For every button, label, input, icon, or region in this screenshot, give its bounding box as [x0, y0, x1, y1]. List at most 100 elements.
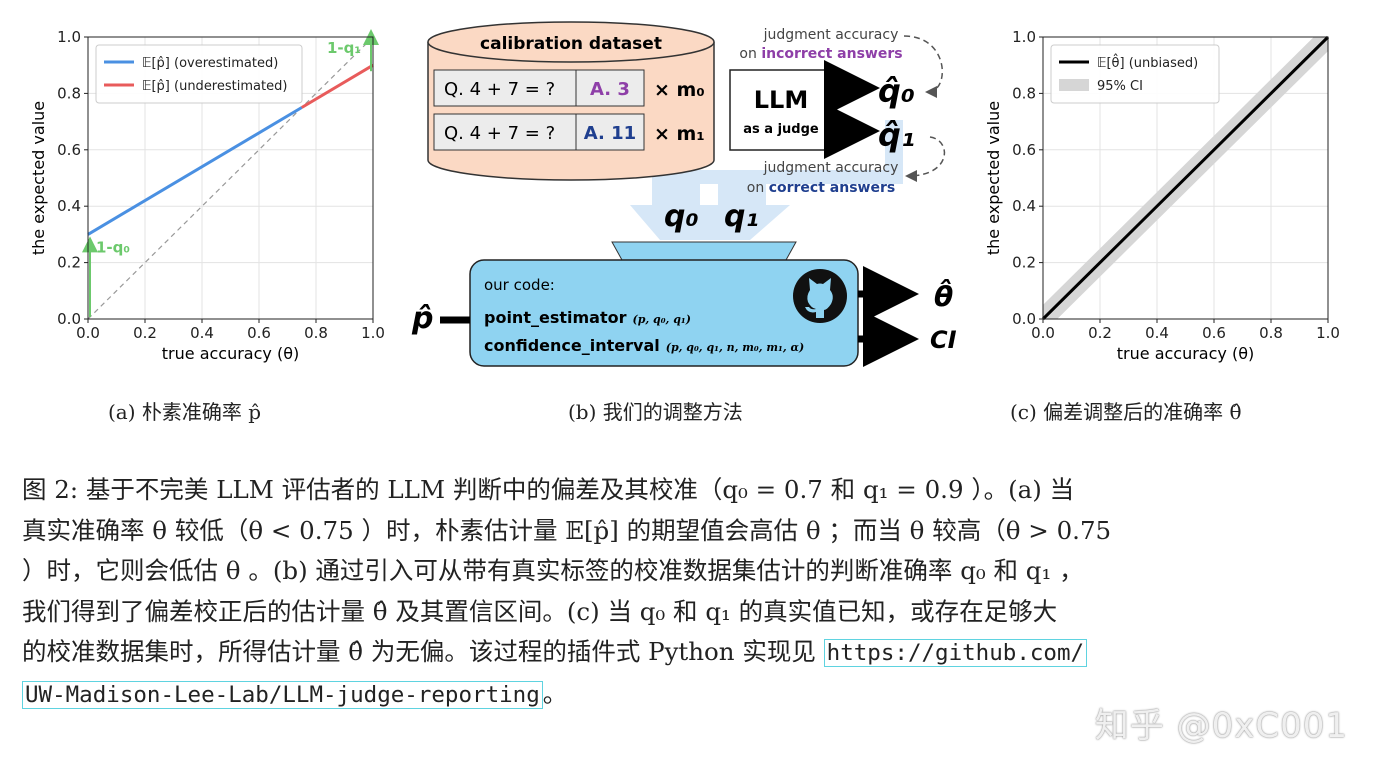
llm-judge-subtitle: as a judge — [743, 122, 819, 137]
subcaption-b: (b) 我们的调整方法 — [568, 400, 743, 424]
x-tick-label: 0.4 — [1145, 324, 1169, 342]
y-tick-label: 0.4 — [57, 197, 81, 215]
llm-judge-box — [729, 69, 833, 151]
note-top-line2: on incorrect answers — [739, 46, 902, 62]
series-line — [87, 106, 303, 236]
x-tick-label: 0.2 — [1088, 324, 1112, 342]
x-tick-label: 0.0 — [1031, 324, 1055, 342]
q1-hat-output: q̂₁ — [878, 116, 915, 154]
x-tick-label: 1.0 — [1316, 324, 1340, 342]
y-axis-label: the expected value — [29, 101, 48, 255]
method-diagram: q₀ q₁ calibration dataset Q. 4 + 7 = ? A… — [411, 21, 957, 367]
question-text: Q. 4 + 7 = ? — [444, 123, 555, 144]
caption-line: 真实准确率 θ 较低（θ < 0.75 ）时，朴素估计量 𝔼[p̂] 的期望值会… — [22, 515, 1112, 545]
plot-frame — [87, 36, 374, 320]
legend-label: 95% CI — [1097, 79, 1143, 94]
llm-judge-title: LLM — [754, 86, 808, 114]
y-tick-label: 0.0 — [57, 310, 81, 328]
legend-box — [1050, 44, 1220, 104]
note-top-line1: judgment accuracy — [763, 27, 899, 43]
note-bottom-line2: on correct answers — [747, 180, 895, 196]
question-text: Q. 4 + 7 = ? — [444, 79, 555, 100]
caption-line: 我们得到了偏差校正后的估计量 θ̂ 及其置信区间。(c) 当 q₀ 和 q₁ 的… — [22, 596, 1058, 626]
annotations: 1-q₀ 1-q₁ — [82, 29, 379, 317]
caption-line: 的校准数据集时，所得估计量 θ̂ 为无偏。该过程的插件式 Python 实现见 … — [22, 632, 1357, 674]
dataset-title: calibration dataset — [480, 34, 662, 54]
y-tick-label: 0.0 — [1012, 310, 1036, 328]
legend: 𝔼[θ̂] (unbiased) 95% CI — [1050, 44, 1220, 104]
point-estimator-label: point_estimator(p, q₀, q₁) — [484, 308, 691, 327]
caption-end: 。 — [542, 678, 568, 708]
output-ci: CI — [930, 326, 957, 354]
plot-frame — [1042, 36, 1329, 320]
x-tick-label: 0.0 — [76, 324, 100, 342]
y-tick-label: 1.0 — [1012, 28, 1036, 46]
y-axis-label: the expected value — [984, 101, 1003, 255]
github-link-part1[interactable]: https://github.com/ — [823, 639, 1088, 667]
y-tick-label: 1.0 — [57, 28, 81, 46]
reference-line — [87, 36, 374, 320]
answer-box — [575, 113, 645, 151]
x-tick-label: 1.0 — [361, 324, 385, 342]
question-box — [433, 69, 577, 107]
answer-text: A. 11 — [584, 123, 636, 144]
output-theta-hat: θ̂ — [934, 277, 953, 313]
x-tick-label: 0.8 — [304, 324, 328, 342]
code-box — [469, 259, 859, 367]
gap-label: 1-q₁ — [327, 39, 361, 57]
x-tick-label: 0.6 — [247, 324, 271, 342]
answer-box — [575, 69, 645, 107]
subcaption-c: (c) 偏差调整后的准确率 θ̂ — [1010, 400, 1242, 424]
legend-box — [95, 44, 303, 104]
series-group — [87, 63, 374, 236]
caption-text: 的校准数据集时，所得估计量 θ̂ 为无偏。该过程的插件式 Python 实现见 — [22, 637, 824, 666]
y-tick-label: 0.2 — [57, 254, 81, 272]
legend: 𝔼[p̂] (overestimated) 𝔼[p̂] (underestimat… — [95, 44, 303, 104]
gap-label: 1-q₀ — [96, 238, 130, 256]
multiplier-text: × m₀ — [654, 79, 705, 101]
identity-line — [87, 36, 374, 320]
q0-hat-output: q̂₀ — [878, 72, 915, 110]
y-tick-label: 0.6 — [57, 141, 81, 159]
github-icon — [793, 269, 847, 323]
multiplier-text: × m₁ — [654, 123, 705, 145]
tick-labels: 0.0 0.2 0.4 0.6 0.8 1.0 0.0 0.2 0.4 0.6 0.8 1.0 — [1012, 28, 1340, 342]
legend-swatch — [1059, 79, 1089, 91]
confidence-interval-label: confidence_interval(p, q₀, q₁, n, m₀, m₁… — [484, 336, 804, 355]
y-tick-label: 0.4 — [1012, 197, 1036, 215]
y-tick-label: 0.8 — [1012, 84, 1036, 102]
funnel-lid — [611, 241, 797, 261]
x-tick-label: 0.6 — [1202, 324, 1226, 342]
feedback-bar-top — [652, 170, 903, 184]
feedback-bar — [885, 120, 903, 178]
input-p-hat: p̂ — [411, 301, 433, 336]
series-group — [1041, 35, 1330, 321]
x-axis-label: true accuracy (θ) — [1117, 344, 1254, 363]
feedback-arrow-shape — [630, 172, 790, 240]
y-tick-label: 0.2 — [1012, 254, 1036, 272]
q0-label: q₀ — [664, 199, 699, 234]
x-tick-label: 0.4 — [190, 324, 214, 342]
q1-label: q₁ — [724, 199, 759, 234]
y-tick-label: 0.6 — [1012, 141, 1036, 159]
caption-line: 图 2: 基于不完美 LLM 评估者的 LLM 判断中的偏差及其校准（q₀ = … — [22, 475, 1075, 504]
legend-label: 𝔼[p̂] (underestimated) — [142, 79, 287, 94]
y-tick-label: 0.8 — [57, 84, 81, 102]
x-tick-label: 0.8 — [1259, 324, 1283, 342]
caption-line: UW-Madison-Lee-Lab/LLM-judge-reporting。 — [22, 674, 1357, 716]
legend-label: 𝔼[θ̂] (unbiased) — [1097, 54, 1198, 71]
github-link-part2[interactable]: UW-Madison-Lee-Lab/LLM-judge-reporting — [22, 680, 543, 709]
dataset-cylinder-top — [427, 21, 715, 63]
note-bottom-line1: judgment accuracy — [763, 160, 899, 176]
series-line — [1041, 35, 1330, 321]
subcaption-a: (a) 朴素准确率 p̂ — [108, 400, 262, 424]
answer-text: A. 3 — [590, 79, 630, 100]
series-line — [300, 63, 374, 109]
figure-caption: 图 2: 基于不完美 LLM 评估者的 LLM 判断中的偏差及其校准（q₀ = … — [22, 470, 1357, 715]
code-box-title: our code: — [484, 276, 555, 294]
caption-line: ）时，它则会低估 θ 。(b) 通过引入可从带有真实标签的校准数据集估计的判断准… — [22, 556, 1084, 585]
legend-label: 𝔼[p̂] (overestimated) — [142, 56, 278, 71]
chart-adjusted-accuracy: 0.0 0.2 0.4 0.6 0.8 1.0 0.0 0.2 0.4 0.6 0.8 1.0 𝔼[θ… — [984, 28, 1340, 363]
